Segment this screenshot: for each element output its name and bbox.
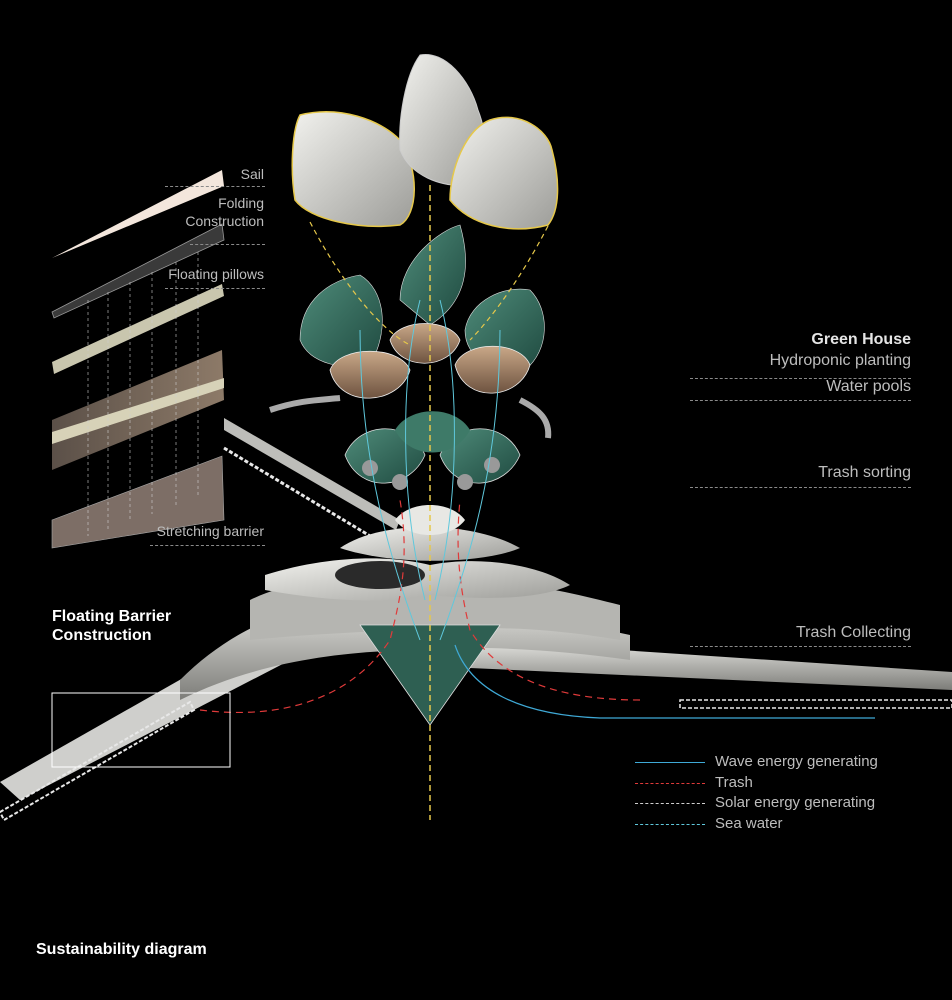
right-heading: Green House [811,331,911,348]
pillow-row [52,378,224,444]
folding-construction-layer [51,223,225,319]
sails [291,54,559,230]
legend-label: Solar energy generating [715,794,876,811]
legend-item-sea-water: Sea water [635,815,935,835]
layer-label-stretching-barrier: Stretching barrier [156,523,264,539]
right-divider [690,646,911,647]
left-barrier-chain [0,700,196,822]
wave-energy-line [454,644,875,719]
legend-swatch-wave [635,762,705,763]
legend-label: Trash [715,774,753,791]
legend-label: Wave energy generating [715,753,878,770]
base-platform [180,505,630,726]
left-heading-line2: Construction [52,627,152,644]
legend-swatch-trash [635,783,705,784]
right-divider [690,378,911,379]
trash-line-right [457,499,641,701]
layer-divider [165,288,265,289]
layer-divider [150,545,265,546]
stretching-barrier-layer [51,455,225,549]
floating-pillows-layer [52,284,224,374]
center-leaf [399,224,466,326]
legend-item-wave: Wave energy generating [635,753,935,773]
left-heading-line1: Floating Barrier [52,608,172,625]
right-label-trash-sorting: Trash sorting [818,464,911,481]
right-barrier-chain [679,699,952,709]
legend-item-solar: Solar energy generating [635,794,935,814]
sea-water-line-1 [359,329,421,641]
layer-divider [190,244,265,245]
layer-divider [165,186,265,187]
legend-label: Sea water [715,815,783,832]
right-label-water-pools: Water pools [826,378,911,395]
legend-swatch-solar [635,803,705,804]
right-sail [449,116,559,230]
layer-label-construction: Construction [185,213,264,229]
layer-label-floating-pillows: Floating pillows [168,266,264,282]
layer-label-sail: Sail [240,166,264,182]
upper-barrier-arm [224,418,400,530]
right-label-hydroponic: Hydroponic planting [769,352,911,369]
diagram-title: Sustainability diagram [36,941,207,958]
barrier-layers [51,170,225,549]
right-label-trash-collecting: Trash Collecting [795,624,911,641]
trash-line-left [199,499,405,713]
flow-lines [199,185,875,820]
trash-sorting-module [344,411,521,490]
left-leaf [299,274,383,368]
detail-highlight-box [51,692,231,768]
sea-water-line-2 [439,329,501,641]
left-sail [291,111,415,228]
green-house-module [269,224,552,439]
layer-label-folding: Folding [218,195,264,211]
right-divider [690,487,911,488]
sail-layer [52,170,224,258]
right-divider [690,400,911,401]
legend-swatch-sea-water [635,824,705,825]
legend-item-trash: Trash [635,774,935,794]
